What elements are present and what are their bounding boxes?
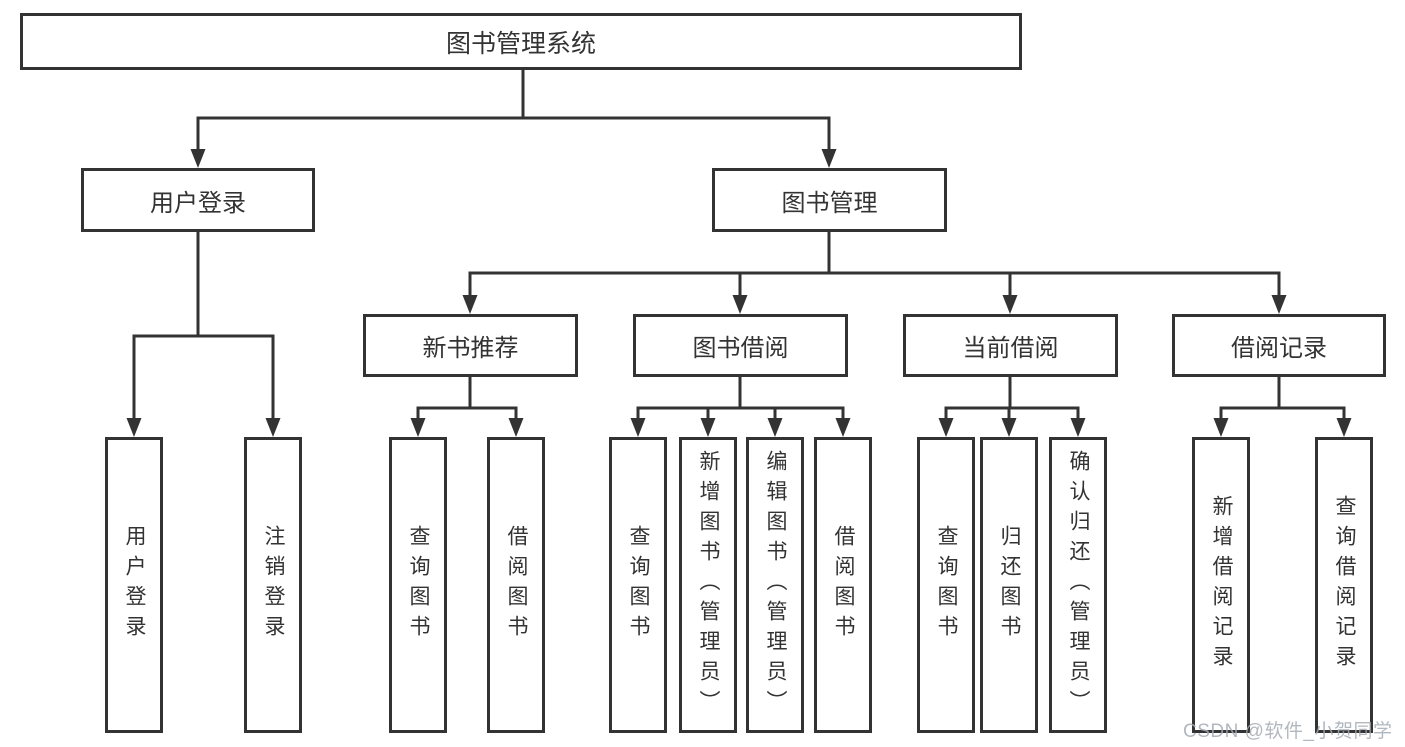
leaf-recommend-borrow-books: 借阅图书: [487, 437, 545, 733]
leaf-current-query-books: 查询图书: [917, 437, 975, 733]
connector-current-borrow-to-leaves: [938, 377, 1086, 437]
node-label: 当前借阅: [962, 335, 1059, 362]
connector-borrow-record-to-leaves: [1213, 377, 1352, 437]
leaf-add-books-admin: 新增图书（管理员）: [679, 437, 737, 733]
node-label: 借阅记录: [1231, 335, 1327, 362]
node-label: 查询图书: [935, 525, 959, 645]
connector-user-login-to-leaves: [126, 232, 281, 437]
node-label: 新增借阅记录: [1210, 495, 1234, 675]
arrowhead-down-icon: [1336, 418, 1352, 437]
node-new-book-recommend: 新书推荐: [363, 314, 578, 377]
leaf-return-books: 归还图书: [980, 437, 1038, 733]
leaf-user-login: 用户登录: [105, 437, 163, 733]
leaf-borrow-books: 借阅图书: [814, 437, 872, 733]
leaf-query-borrow-record: 查询借阅记录: [1315, 437, 1373, 733]
node-book-management: 图书管理: [712, 168, 947, 232]
node-label: 图书管理: [781, 189, 878, 217]
node-label: 新书推荐: [422, 335, 519, 362]
arrowhead-down-icon: [1070, 418, 1086, 437]
node-book-borrow: 图书借阅: [633, 314, 848, 377]
node-label: 归还图书: [998, 525, 1022, 645]
leaf-add-borrow-record: 新增借阅记录: [1192, 437, 1250, 733]
leaf-borrow-query-books: 查询图书: [609, 437, 667, 733]
node-borrow-record: 借阅记录: [1172, 314, 1386, 377]
leaf-confirm-return-admin: 确认归还（管理员）: [1049, 437, 1107, 733]
node-user-login: 用户登录: [81, 168, 315, 232]
arrowhead-down-icon: [700, 418, 716, 437]
node-label: 用户登录: [150, 189, 246, 217]
node-label: 注销登录: [262, 525, 286, 645]
arrowhead-down-icon: [126, 418, 142, 437]
arrowhead-down-icon: [732, 295, 748, 314]
arrowhead-down-icon: [190, 149, 206, 168]
node-label: 图书借阅: [692, 335, 789, 362]
arrowhead-down-icon: [462, 295, 478, 314]
node-label: 确认归还（管理员）: [1067, 450, 1091, 720]
leaf-logout: 注销登录: [244, 437, 302, 733]
leaf-recommend-query-books: 查询图书: [389, 437, 447, 733]
node-current-borrow: 当前借阅: [903, 314, 1118, 377]
node-label: 借阅图书: [832, 525, 856, 645]
node-label: 查询图书: [407, 525, 431, 645]
arrowhead-down-icon: [508, 418, 524, 437]
node-system-root: 图书管理系统: [20, 13, 1022, 70]
connector-root-to-level1: [190, 70, 837, 168]
arrowhead-down-icon: [821, 149, 837, 168]
arrowhead-down-icon: [1001, 418, 1017, 437]
connector-new-book-to-leaves: [410, 377, 524, 437]
csdn-watermark: CSDN @软件_小贺同学: [1183, 721, 1393, 742]
node-label: 图书管理系统: [445, 29, 596, 58]
connector-book-borrow-to-leaves: [630, 377, 851, 437]
arrowhead-down-icon: [767, 418, 783, 437]
arrowhead-down-icon: [1002, 295, 1018, 314]
arrowhead-down-icon: [938, 418, 954, 437]
leaf-edit-books-admin: 编辑图书（管理员）: [746, 437, 804, 733]
node-label: 查询借阅记录: [1333, 495, 1357, 675]
node-label: 新增图书（管理员）: [697, 450, 721, 720]
arrowhead-down-icon: [265, 418, 281, 437]
arrowhead-down-icon: [410, 418, 426, 437]
node-label: 借阅图书: [505, 525, 529, 645]
arrowhead-down-icon: [1271, 295, 1287, 314]
arrowhead-down-icon: [1213, 418, 1229, 437]
arrowhead-down-icon: [630, 418, 646, 437]
node-label: 查询图书: [627, 525, 651, 645]
node-label: 用户登录: [123, 525, 147, 645]
node-label: 编辑图书（管理员）: [764, 450, 788, 720]
arrowhead-down-icon: [835, 418, 851, 437]
connector-book-mgmt-to-level2: [462, 232, 1287, 314]
